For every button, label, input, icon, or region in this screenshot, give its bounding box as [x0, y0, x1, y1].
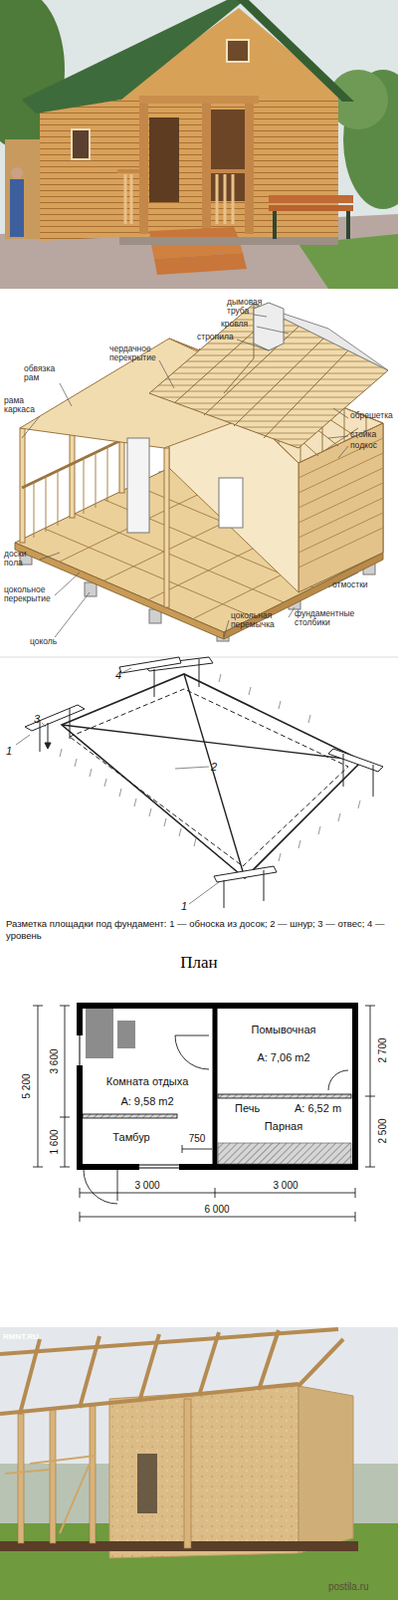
callout-number: 3 [33, 712, 40, 725]
dimension: 3 000 [271, 1179, 299, 1191]
room-label: A: 7,06 m2 [256, 1050, 310, 1063]
room-label: Парная [264, 1119, 303, 1132]
dimension: 3 600 [48, 1046, 60, 1074]
part-label: стойка [350, 429, 377, 439]
dimension: 1 600 [48, 1127, 60, 1155]
part-label: доски пола [3, 549, 40, 569]
dimension: 2 700 [377, 1035, 389, 1063]
part-label: цокольная перемычка [230, 610, 293, 630]
figure-caption: Разметка площадки под фундамент: 1 — обн… [5, 917, 393, 942]
part-label: цоколь [29, 636, 57, 646]
room-label: Печь [234, 1101, 260, 1114]
part-label: дымовая труба [226, 297, 272, 317]
part-label: отмостки [332, 580, 369, 590]
watermark: postila.ru [328, 1580, 370, 1592]
part-label: кровля [220, 319, 248, 329]
part-label: цокольное перекрытие [3, 585, 60, 604]
callout-number: 4 [115, 668, 122, 681]
room-label: Комната отдыха [106, 1074, 190, 1087]
part-label: обрешетка [350, 410, 394, 420]
part-label: подкос [350, 440, 378, 450]
callout-number: 1 [5, 744, 12, 757]
part-label: стропила [197, 332, 234, 342]
part-label: фундаментные столбики [294, 608, 367, 628]
plan-title: План [180, 953, 217, 973]
dimension: 3 000 [133, 1179, 161, 1191]
callout-number: 2 [210, 760, 217, 773]
room-label: A: 6,52 m [294, 1101, 342, 1114]
room-label: A: 9,58 m2 [120, 1094, 174, 1107]
dimension: 5 200 [20, 1071, 32, 1099]
dimension: 2 500 [377, 1116, 389, 1144]
watermark: RMNT.RU [2, 1332, 39, 1342]
part-label: обвязка рам [23, 364, 66, 384]
room-label: Помывочная [251, 1022, 317, 1035]
dimension: 6 000 [202, 1202, 230, 1214]
dimension: 750 [188, 1132, 207, 1144]
part-label: чердачное перекрытие [109, 344, 172, 364]
room-label: Тамбур [112, 1130, 150, 1143]
part-label: рама каркаса [3, 396, 46, 415]
callout-number: 1 [181, 899, 188, 912]
